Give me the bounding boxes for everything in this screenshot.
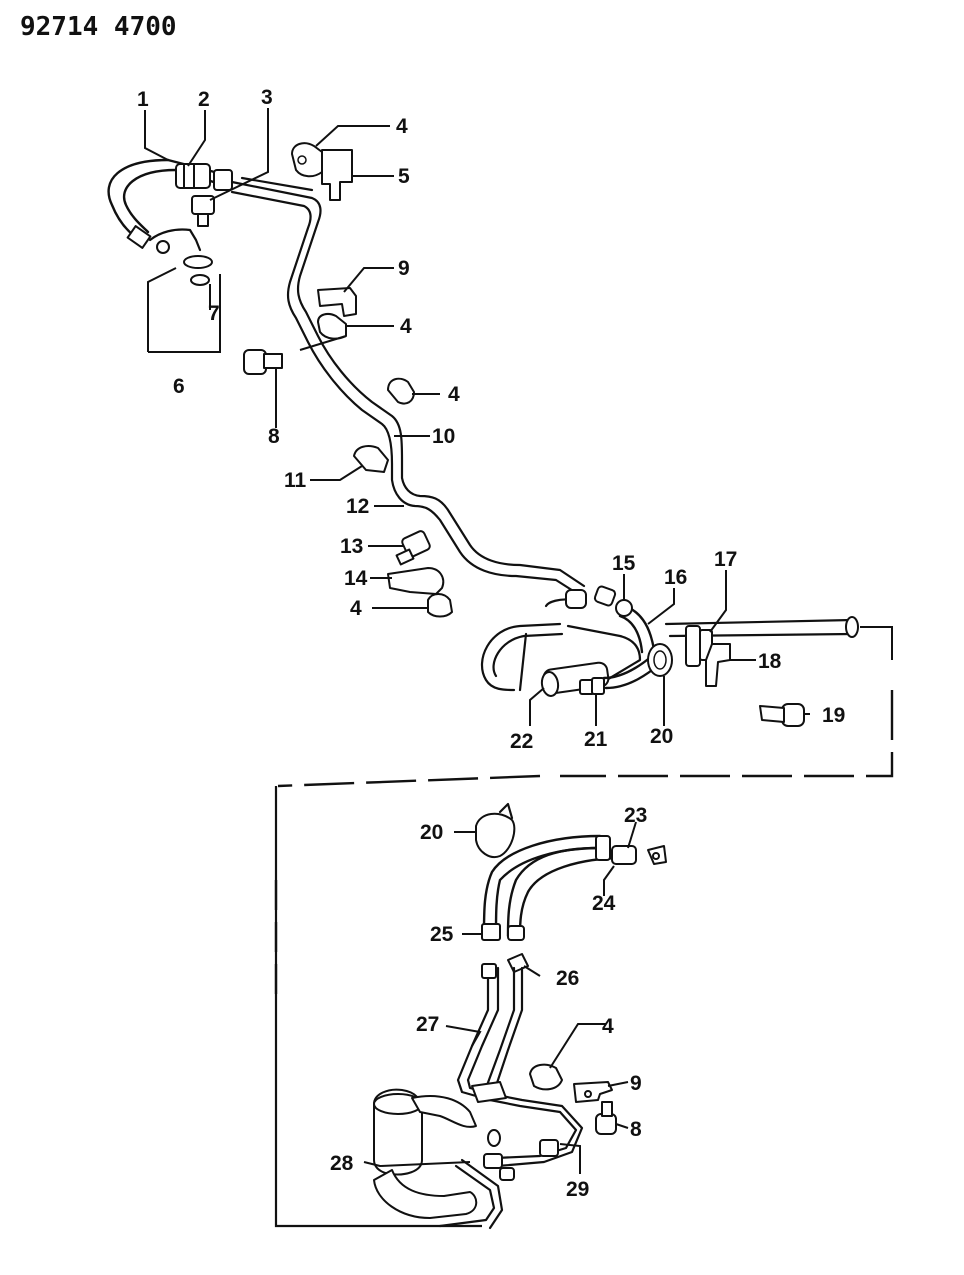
callout-1: 1 [137, 88, 149, 111]
callout-20-b: 20 [420, 821, 443, 844]
connector-part-15a [565, 589, 587, 609]
clamp-part-17 [685, 625, 701, 667]
callout-7: 7 [208, 302, 220, 325]
callout-26: 26 [556, 967, 579, 990]
hose-fitting-part-2 [175, 163, 211, 189]
callout-24: 24 [592, 892, 616, 915]
return-hose-assembly [480, 585, 859, 727]
clamp-bracket-part-5 [321, 149, 353, 201]
callout-28: 28 [330, 1152, 354, 1175]
clamp-part-11 [353, 445, 389, 473]
clamp-part-4-top [291, 142, 323, 178]
callout-4-a: 4 [396, 115, 408, 138]
callout-21: 21 [584, 728, 608, 751]
clamp-part-4-bottom [529, 1063, 563, 1091]
bracket-part-9-bottom [573, 1081, 613, 1103]
callout-27: 27 [416, 1013, 439, 1036]
clamp-part-4-lower-left [427, 593, 453, 618]
pump-outlet-fitting [148, 228, 213, 286]
callout-19: 19 [822, 704, 845, 727]
o-ring-part-7 [190, 274, 210, 286]
bracket-part-14 [387, 567, 445, 595]
callout-4-b: 4 [400, 315, 412, 338]
callout-20-a: 20 [650, 725, 673, 748]
tube-lower-run [438, 1158, 504, 1230]
suction-hose-part-24 [482, 834, 637, 938]
bolt-part-19 [781, 703, 805, 727]
callout-23: 23 [624, 804, 647, 827]
leader-lines [144, 108, 810, 1174]
callout-6: 6 [173, 375, 185, 398]
callout-numbers: 1 2 3 4 5 6 7 9 4 4 8 10 11 12 13 14 4 1… [137, 86, 845, 1201]
bolt-part-8-bottom [595, 1101, 617, 1135]
callout-9-b: 9 [630, 1072, 642, 1095]
callout-4-c: 4 [448, 383, 460, 406]
callout-8-a: 8 [268, 425, 280, 448]
union-bolt-part-3 [191, 169, 233, 227]
callout-17: 17 [714, 548, 737, 571]
callout-18: 18 [758, 650, 782, 673]
clamp-part-4-upper-right [387, 377, 415, 405]
callout-29: 29 [566, 1178, 589, 1201]
callout-13: 13 [340, 535, 363, 558]
callout-4-d: 4 [350, 597, 362, 620]
reservoir-part-28 [373, 1088, 515, 1219]
hose-clamp-part-20-bottom [475, 802, 516, 858]
callout-16: 16 [664, 566, 687, 589]
document-id: 92714 4700 [20, 12, 177, 42]
bracket-part-9-top [317, 287, 357, 317]
callout-12: 12 [346, 495, 369, 518]
callout-22: 22 [510, 730, 533, 753]
bracket-part-18 [705, 643, 731, 687]
callout-9-a: 9 [398, 257, 410, 280]
hose-end-part-25 [481, 923, 525, 941]
callout-5: 5 [398, 165, 410, 188]
callout-10: 10 [432, 425, 455, 448]
bolt-part-8-top [243, 349, 283, 375]
callout-15: 15 [612, 552, 636, 575]
clip-part-23 [647, 845, 667, 865]
return-tube-part-27 [456, 963, 584, 1168]
fitting-part-13 [395, 530, 431, 566]
callout-25: 25 [430, 923, 454, 946]
callout-11: 11 [284, 469, 307, 492]
callout-2: 2 [198, 88, 210, 111]
clip-part-26 [507, 953, 529, 973]
callout-14: 14 [344, 567, 368, 590]
callout-3: 3 [261, 86, 273, 109]
callout-4-e: 4 [602, 1015, 614, 1038]
clamp-part-4-mid [299, 313, 347, 351]
callout-8-b: 8 [630, 1118, 642, 1141]
